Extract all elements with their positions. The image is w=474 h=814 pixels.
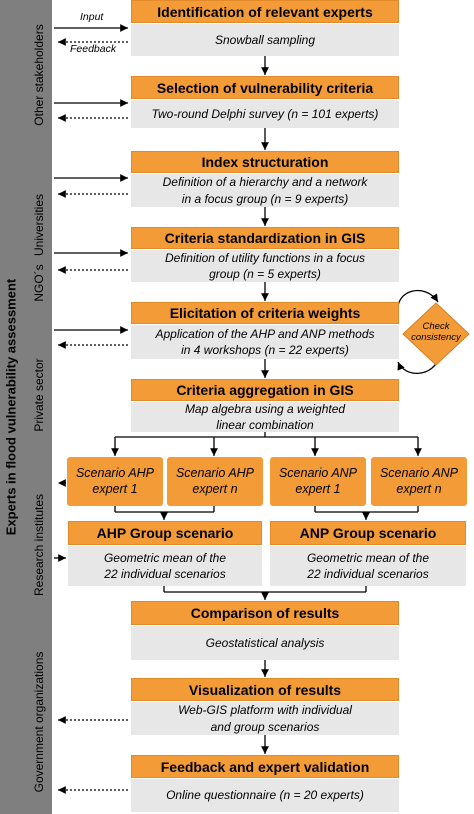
step-aggregation-header: Criteria aggregation in GIS (131, 379, 399, 401)
comparison-header: Comparison of results (131, 601, 399, 625)
step-elicitation-header: Elicitation of criteria weights (131, 302, 399, 324)
step-identification-header: Identification of relevant experts (131, 0, 399, 23)
step-selection-desc: Two-round Delphi survey (n = 101 experts… (131, 100, 399, 128)
comparison-desc: Geostatistical analysis (131, 626, 399, 660)
step-identification-desc: Snowball sampling (131, 24, 399, 56)
anp-group-header: ANP Group scenario (270, 521, 466, 545)
step-standardization-desc: Definition of utility functions in a foc… (131, 250, 399, 282)
ahp-group-header: AHP Group scenario (68, 521, 262, 545)
feedback-validation-desc: Online questionnaire (n = 20 experts) (131, 779, 399, 812)
check-consistency-diamond (402, 302, 470, 366)
input-label: Input (80, 11, 104, 23)
feedback-validation-header: Feedback and expert validation (131, 755, 399, 778)
visualization-header: Visualization of results (131, 678, 399, 701)
step-index-header: Index structuration (131, 151, 399, 173)
expert-sidebar (0, 0, 52, 814)
feedback-label: Feedback (70, 43, 117, 55)
step-standardization-header: Criteria standardization in GIS (131, 227, 399, 249)
step-selection-header: Selection of vulnerability criteria (131, 76, 399, 99)
